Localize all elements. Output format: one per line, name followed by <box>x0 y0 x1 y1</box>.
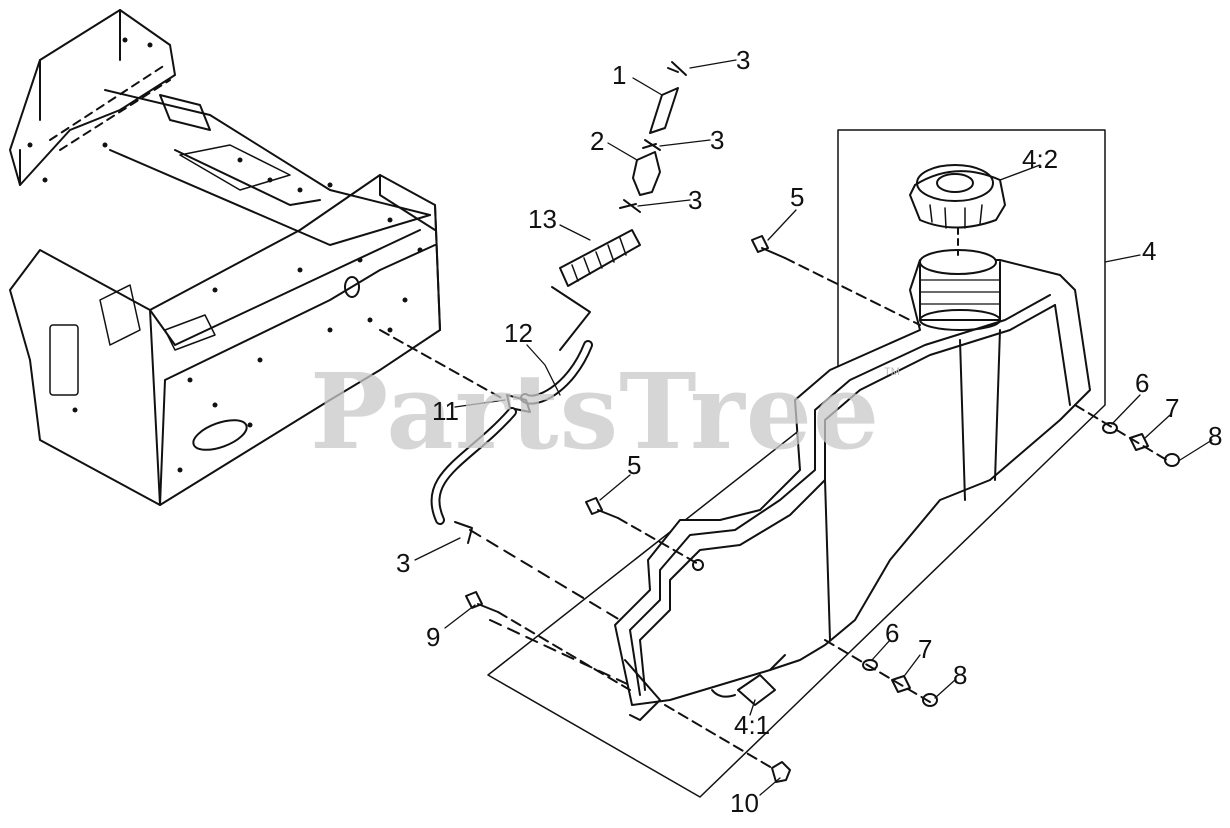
callout-7-lower[interactable]: 7 <box>918 634 933 664</box>
callout-5-top[interactable]: 5 <box>790 182 805 212</box>
callout-13[interactable]: 13 <box>528 204 557 234</box>
fuel-tank <box>487 129 1106 798</box>
callout-4-2[interactable]: 4:2 <box>1022 144 1059 174</box>
callout-4-1[interactable]: 4:1 <box>734 710 771 740</box>
callout-3-hose[interactable]: 3 <box>396 548 411 578</box>
callout-11[interactable]: 11 <box>432 396 459 426</box>
callout-8-lower[interactable]: 8 <box>953 660 968 690</box>
trademark-mark: TM <box>884 366 900 378</box>
leader-lines <box>414 59 1213 796</box>
callout-3-top[interactable]: 3 <box>736 45 751 75</box>
callout-4[interactable]: 4 <box>1142 236 1157 266</box>
callout-3-low[interactable]: 3 <box>688 185 703 215</box>
callout-8-right[interactable]: 8 <box>1208 421 1223 451</box>
watermark: PartsTree <box>310 350 881 473</box>
callout-6-lower[interactable]: 6 <box>885 618 900 648</box>
hardware <box>465 235 1180 783</box>
callout-9[interactable]: 9 <box>426 622 441 652</box>
callout-10[interactable]: 10 <box>730 788 759 818</box>
callout-2[interactable]: 2 <box>590 126 605 156</box>
callout-6-right[interactable]: 6 <box>1135 368 1150 398</box>
fuel-line-assembly <box>379 61 687 691</box>
callout-3-mid[interactable]: 3 <box>710 125 725 155</box>
frame-assembly <box>9 9 441 506</box>
callout-7-right[interactable]: 7 <box>1165 393 1180 423</box>
callout-12[interactable]: 12 <box>504 318 533 348</box>
callout-1[interactable]: 1 <box>612 60 627 90</box>
callout-5-mid[interactable]: 5 <box>627 450 642 480</box>
